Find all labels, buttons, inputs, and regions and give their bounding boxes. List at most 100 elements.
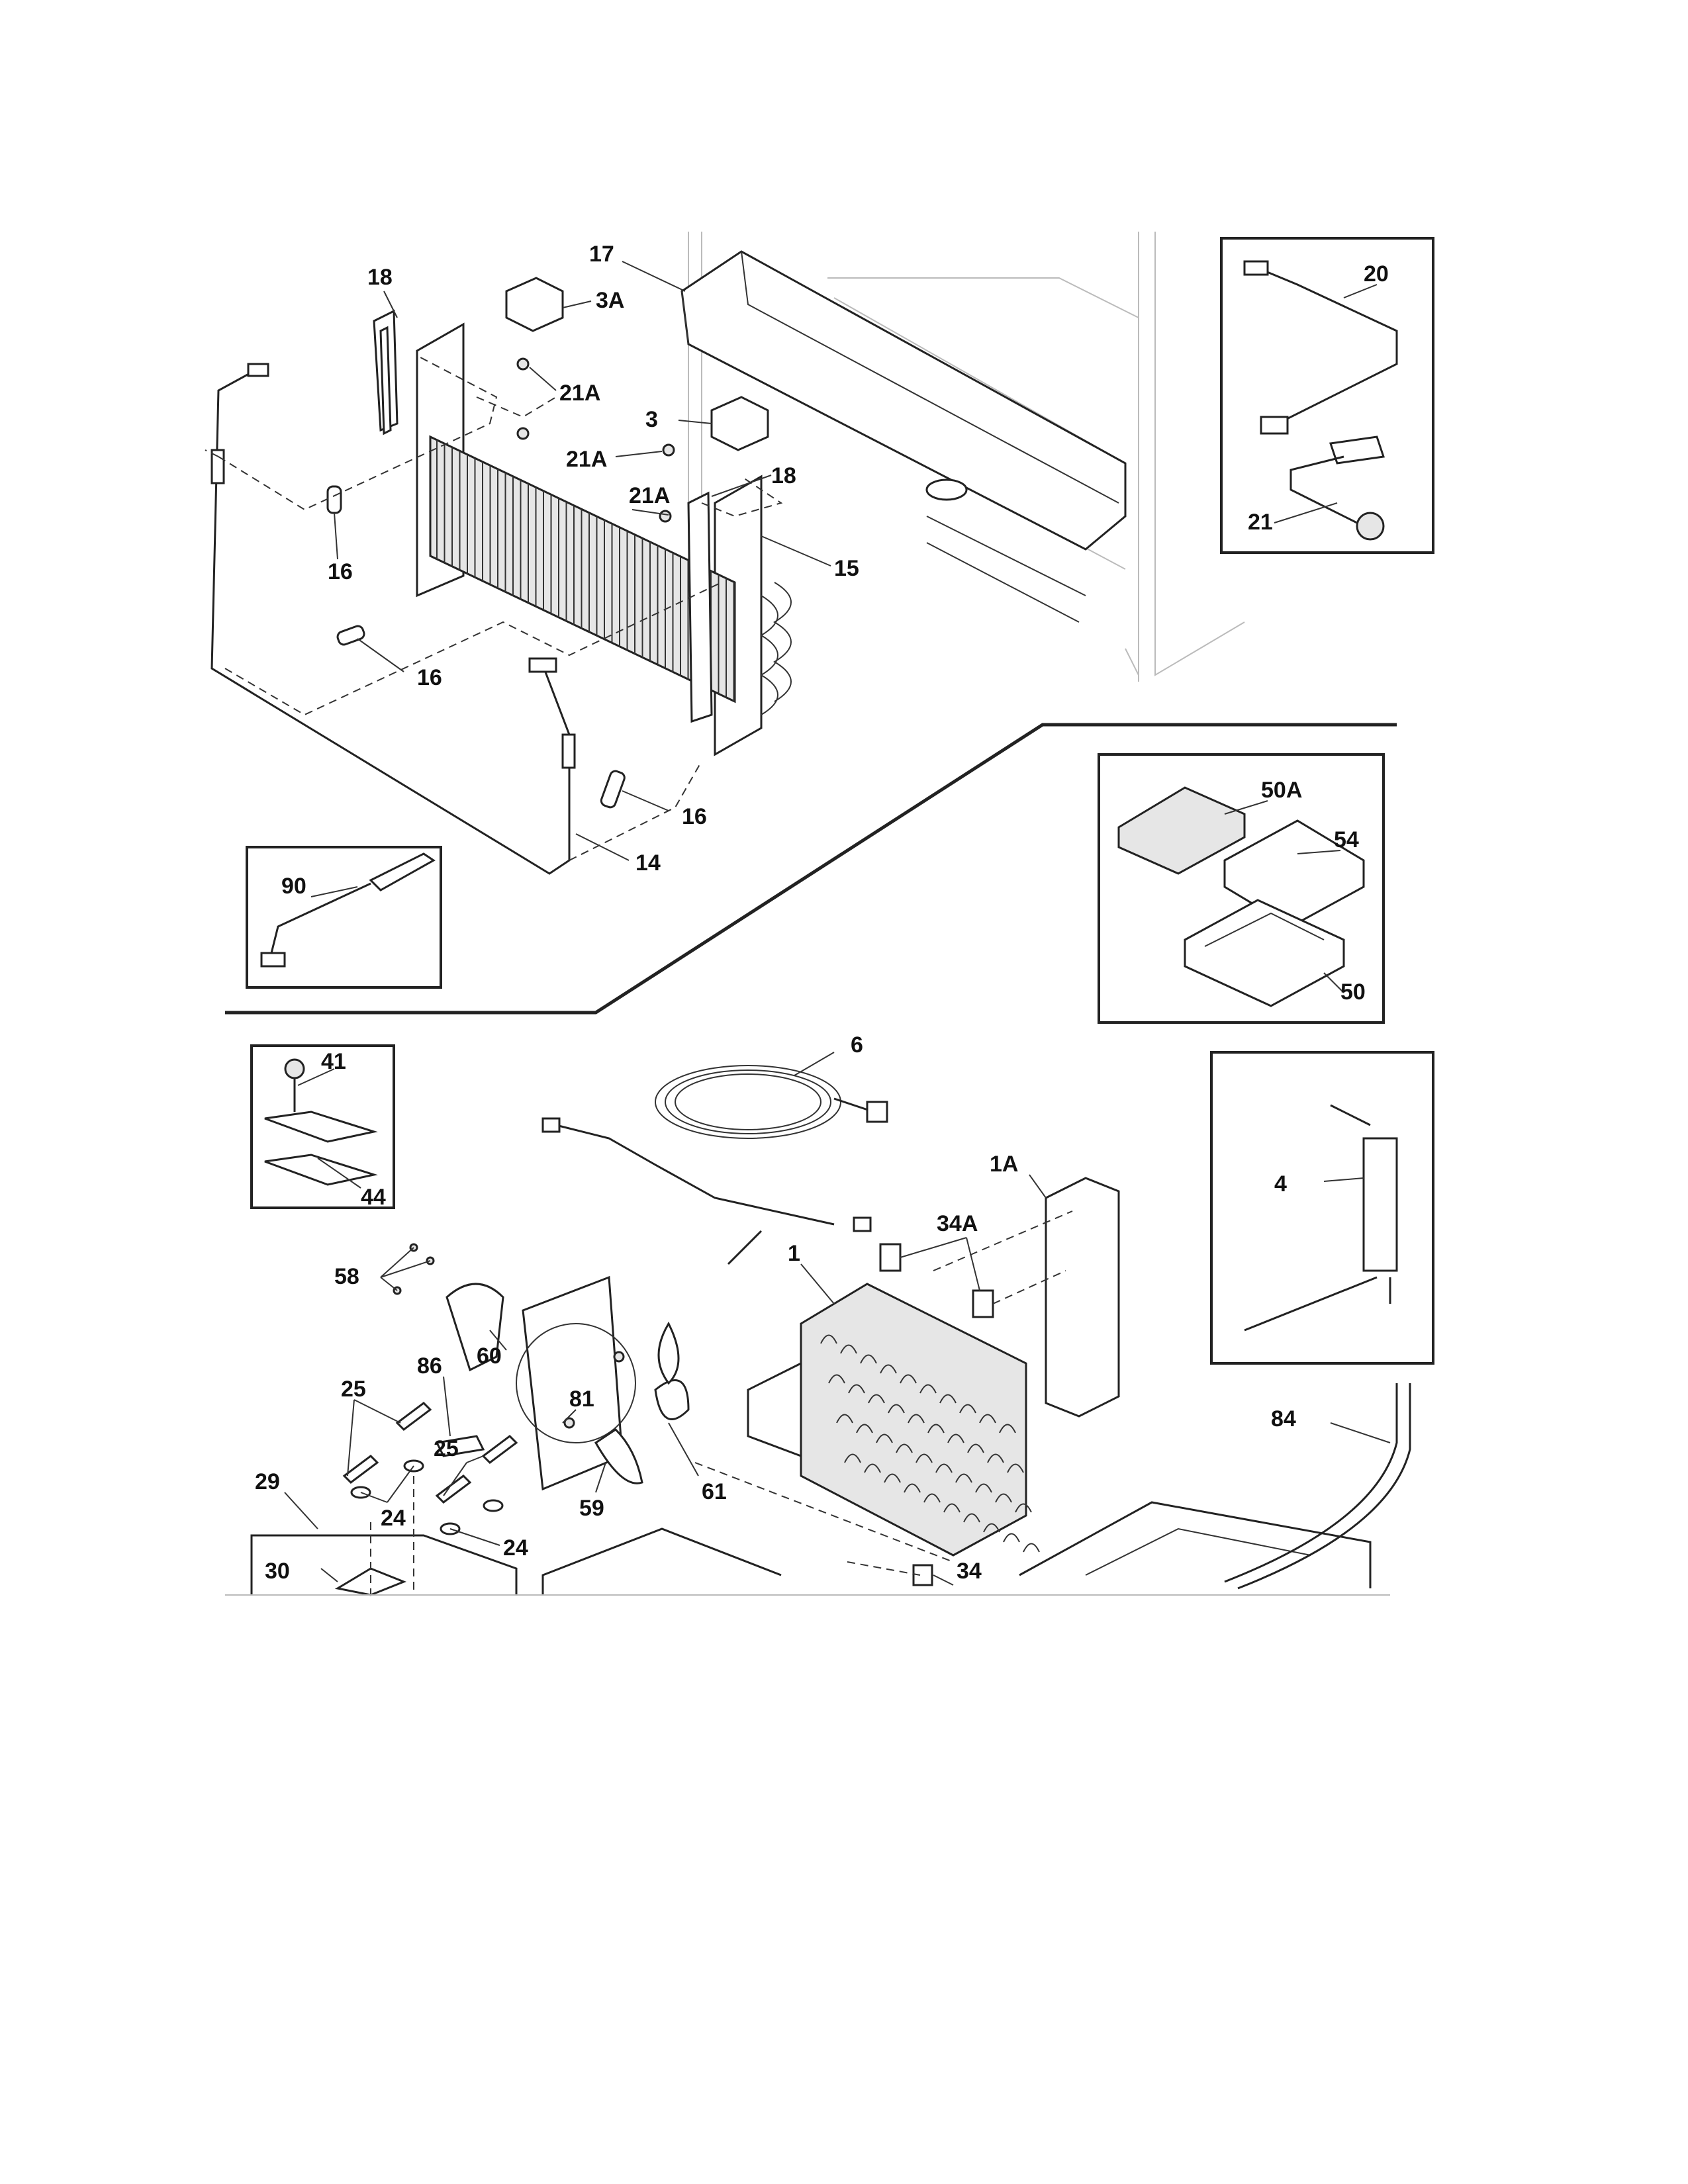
callout-90: 90 (281, 874, 306, 899)
phantom-lines-top (205, 357, 783, 861)
callout-labels: 18 3A 17 21A 3 21A 21A 18 15 16 16 16 14… (255, 242, 1389, 1584)
callout-16: 16 (417, 665, 442, 690)
condenser-coil (967, 1443, 984, 1453)
section-divider (225, 723, 1397, 1015)
callout-34: 34 (957, 1559, 982, 1584)
condenser-coil (836, 1414, 853, 1424)
condenser-coil (1003, 1533, 1020, 1543)
screw (516, 357, 675, 523)
condenser-coil (860, 1354, 877, 1364)
callout-84: 84 (1271, 1406, 1296, 1432)
inset-thermostat (1220, 237, 1434, 554)
condenser-coil (983, 1523, 1000, 1533)
callout-15: 15 (834, 556, 859, 581)
washer (350, 1459, 504, 1535)
callout-30: 30 (265, 1559, 290, 1584)
callout-20: 20 (1364, 261, 1389, 287)
callout-21: 21 (1248, 510, 1273, 535)
condenser-coil (904, 1483, 921, 1493)
callout-16: 16 (328, 559, 353, 584)
callout-58: 58 (334, 1264, 359, 1289)
condenser-coil (896, 1443, 913, 1453)
condenser-coil (999, 1424, 1016, 1433)
callout-81: 81 (569, 1387, 594, 1412)
callout-44: 44 (361, 1185, 386, 1210)
condenser (747, 1283, 1040, 1557)
condenser-coil (963, 1513, 980, 1523)
condenser-coil (979, 1414, 996, 1424)
callout-17: 17 (589, 242, 614, 267)
inset-sensor (246, 846, 442, 989)
clip (505, 277, 769, 451)
condenser-coil (864, 1463, 881, 1473)
callout-3: 3 (645, 407, 658, 432)
callout-18: 18 (367, 265, 393, 290)
condenser-coil (1007, 1463, 1024, 1473)
callout-4: 4 (1274, 1171, 1287, 1197)
callout-29: 29 (255, 1469, 280, 1494)
condenser-coil (939, 1394, 957, 1404)
condenser-panel (1045, 1177, 1120, 1418)
condenser-coil (995, 1493, 1012, 1503)
callout-24: 24 (381, 1506, 406, 1531)
heater-bracket (373, 309, 713, 723)
callout-25: 25 (434, 1436, 459, 1461)
condenser-coil (915, 1453, 933, 1463)
condenser-coil (844, 1453, 861, 1463)
callout-24: 24 (503, 1535, 528, 1561)
condenser-coil (943, 1503, 961, 1513)
callout-21A: 21A (629, 483, 670, 508)
condenser-coil (900, 1374, 917, 1384)
callout-34A: 34A (937, 1211, 978, 1236)
power-cord (541, 1065, 888, 1265)
condenser-coil (856, 1424, 873, 1433)
callout-6: 6 (851, 1032, 863, 1058)
condenser-coil (987, 1453, 1004, 1463)
callout-25: 25 (341, 1377, 366, 1402)
condenser-coil (908, 1414, 925, 1424)
evaporator (416, 322, 792, 756)
clip (342, 1402, 518, 1504)
condenser-coil (935, 1463, 953, 1473)
condenser-coil (1015, 1503, 1032, 1513)
condenser-coil (959, 1404, 976, 1414)
callout-50: 50 (1340, 979, 1366, 1005)
condenser-coil (840, 1344, 857, 1354)
condenser-coil (927, 1424, 945, 1433)
condenser-coil (947, 1433, 964, 1443)
inset-drier (1210, 1051, 1434, 1365)
condenser-coil (888, 1404, 905, 1414)
condenser-coil (876, 1433, 893, 1443)
screw (393, 1243, 625, 1429)
phantom-lines-bottom (370, 1210, 1073, 1595)
callout-3A: 3A (596, 288, 624, 313)
callout-41: 41 (321, 1049, 346, 1074)
condenser-coil (820, 1334, 837, 1344)
callout-1: 1 (788, 1241, 800, 1266)
defrost-harness (211, 363, 576, 875)
callout-16: 16 (682, 804, 707, 829)
condenser-coil (848, 1384, 865, 1394)
callout-86: 86 (417, 1353, 442, 1379)
condenser-coil (1023, 1543, 1040, 1553)
condenser-coil (919, 1384, 937, 1394)
callout-18: 18 (771, 463, 796, 488)
condenser-coil (923, 1493, 941, 1503)
inset-control-board (1098, 753, 1385, 1024)
inset-bracket (250, 1044, 395, 1209)
condenser-coil (828, 1374, 845, 1384)
condenser-coil (975, 1483, 992, 1493)
condenser-coil (868, 1394, 885, 1404)
condenser-coil (955, 1473, 972, 1483)
leader-lines (284, 261, 1391, 1586)
callout-21A: 21A (566, 447, 607, 472)
callout-1A: 1A (990, 1152, 1018, 1177)
condenser-coil (884, 1473, 901, 1483)
drain-trough (680, 250, 1127, 623)
condenser-coil (880, 1364, 897, 1374)
spacer (326, 485, 626, 809)
callout-14: 14 (635, 850, 661, 876)
callout-59: 59 (579, 1496, 604, 1521)
callout-54: 54 (1334, 827, 1359, 852)
